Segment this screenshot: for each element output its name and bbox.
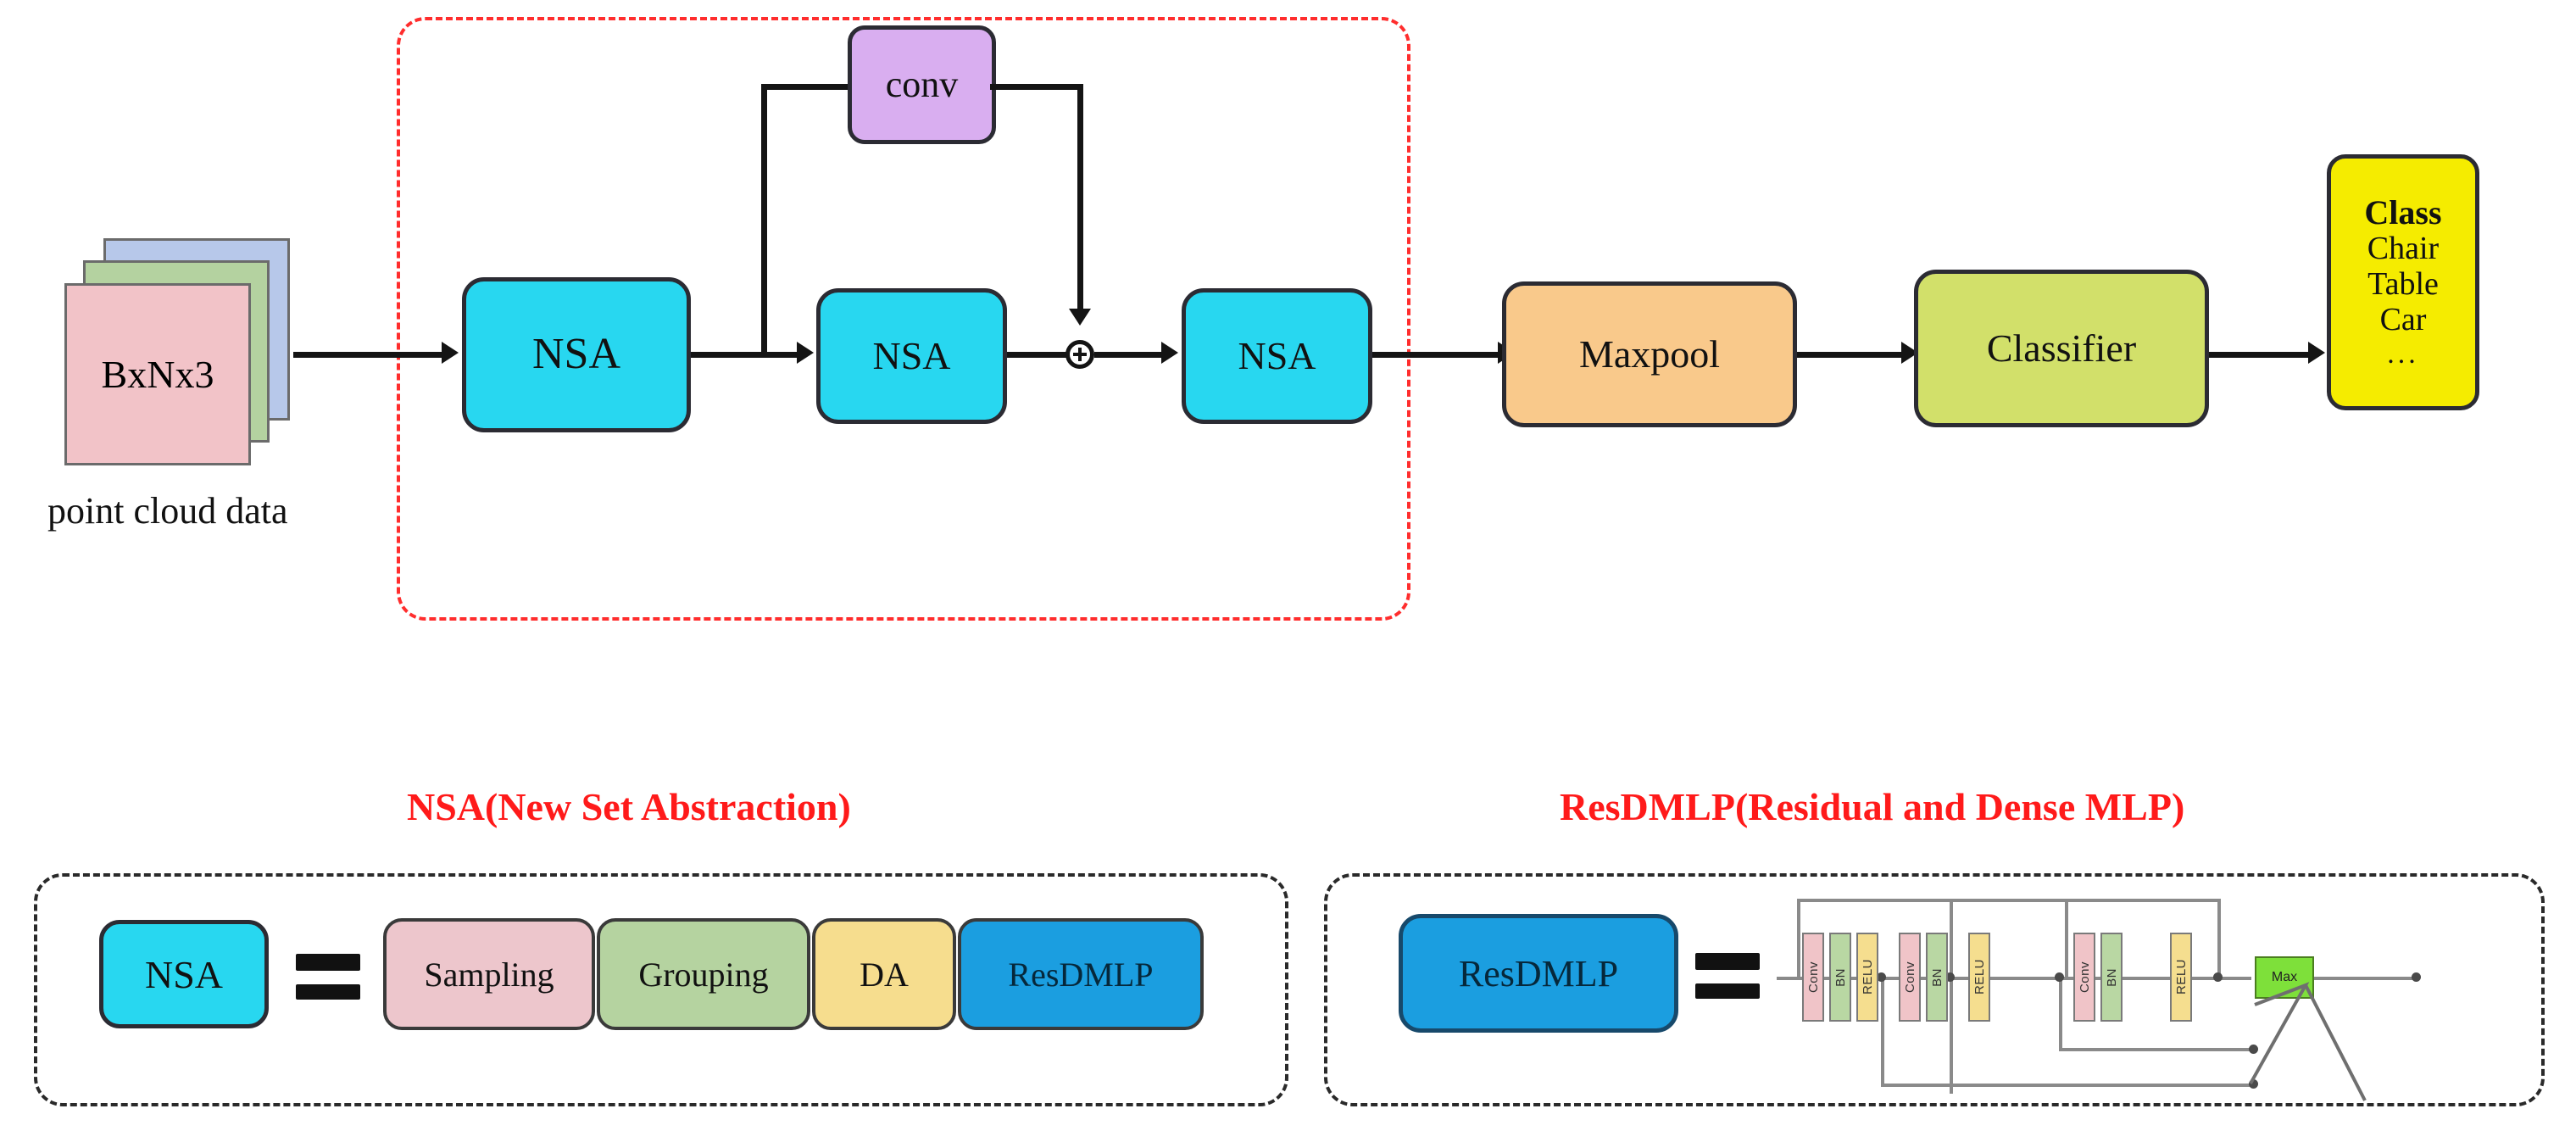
resdmlp-junction-dot-5 <box>2249 1045 2258 1054</box>
resdmlp-junction-dot-6 <box>2249 1079 2258 1089</box>
edge-classifier-to-class-arrowhead <box>2308 342 2325 364</box>
class-output-ellipsis: ... <box>2387 337 2419 370</box>
edge-conv-output <box>990 84 1083 90</box>
resdmlp-skip-1-vert <box>1881 977 1884 1087</box>
resdmlp-block-6-label: Conv <box>2077 961 2092 994</box>
point-cloud-caption: point cloud data <box>47 490 288 532</box>
nsa-legend-title: NSA(New Set Abstraction) <box>407 785 851 828</box>
edge-conv-input <box>761 84 904 90</box>
classifier-block[interactable]: Classifier <box>1914 270 2209 427</box>
resdmlp-legend-title: ResDMLP(Residual and Dense MLP) <box>1560 785 2185 828</box>
classifier-block-label: Classifier <box>1986 326 2137 370</box>
resdmlp-block-0-label: Conv <box>1805 961 1821 994</box>
edge-nsa3-to-maxpool <box>1372 352 1500 358</box>
resdmlp-block-4-label: BN <box>1929 967 1945 987</box>
edge-nsa1-to-nsa2-arrowhead <box>797 342 814 364</box>
edge-add-to-nsa3 <box>1094 352 1164 358</box>
point-cloud-card-front: BxNx3 <box>64 283 251 465</box>
resdmlp-legend-equals-sign <box>1695 953 1760 999</box>
resdmlp-legend-region <box>1324 873 2545 1106</box>
resdmlp-junction-dot-3 <box>2055 972 2064 982</box>
nsa-legend-chain-item-0[interactable]: Sampling <box>383 918 595 1030</box>
edge-add-to-nsa3-arrowhead <box>1161 342 1178 364</box>
resdmlp-block-8: RELU <box>2170 933 2192 1022</box>
conv-block-label: conv <box>885 63 959 105</box>
resdmlp-dense-converge-lines <box>2249 982 2367 1101</box>
resdmlp-block-6: Conv <box>2073 933 2095 1022</box>
nsa-legend-chain-label-1: Grouping <box>638 955 769 994</box>
nsa-block-dashed-region <box>397 17 1410 621</box>
edge-nsa1-to-nsa2 <box>691 352 799 358</box>
resdmlp-skip-2-horz <box>2059 1048 2254 1051</box>
resdmlp-spine <box>1777 977 2251 980</box>
resdmlp-block-3-label: Conv <box>1902 961 1917 994</box>
edge-maxpool-to-classifier <box>1797 352 1904 358</box>
edge-classifier-to-class <box>2209 352 2311 358</box>
nsa-block-3[interactable]: NSA <box>1182 288 1372 424</box>
resdmlp-skip-1-horz <box>1881 1084 2254 1087</box>
resdmlp-block-7-label: BN <box>2104 967 2119 987</box>
resdmlp-skip-2-vert <box>2059 977 2062 1051</box>
edge-conv-down-to-add <box>1077 84 1083 313</box>
resdmlp-block-5: RELU <box>1968 933 1990 1022</box>
class-output-item-2: Car <box>2379 302 2427 338</box>
class-output-item-1: Table <box>2367 266 2439 303</box>
residual-add-symbol <box>1065 340 1094 369</box>
resdmlp-legend-lhs-label: ResDMLP <box>1458 952 1619 994</box>
nsa-legend-lhs[interactable]: NSA <box>99 920 269 1028</box>
resdmlp-block-1: BN <box>1829 933 1851 1022</box>
resdmlp-max-block-label: Max <box>2271 970 2298 984</box>
edge-conv-down-arrowhead <box>1069 309 1091 326</box>
nsa-block-3-label: NSA <box>1238 333 1316 377</box>
maxpool-block-label: Maxpool <box>1578 332 1721 376</box>
resdmlp-block-5-label: RELU <box>1972 959 1987 995</box>
conv-block[interactable]: conv <box>848 25 996 144</box>
resdmlp-block-2: RELU <box>1856 933 1878 1022</box>
resdmlp-rail-a-drop <box>2065 899 2068 978</box>
nsa-legend-chain-item-3[interactable]: ResDMLP <box>958 918 1204 1030</box>
resdmlp-rail-b-drop <box>2217 899 2221 978</box>
resdmlp-block-7: BN <box>2100 933 2123 1022</box>
resdmlp-output-dot <box>2412 972 2421 982</box>
resdmlp-block-2-label: RELU <box>1860 959 1875 995</box>
edge-input-to-nsa1-arrowhead <box>442 342 459 364</box>
resdmlp-block-0: Conv <box>1802 933 1824 1022</box>
resdmlp-block-1-label: BN <box>1833 967 1848 987</box>
nsa-legend-lhs-label: NSA <box>144 952 224 996</box>
nsa-legend-chain-item-1[interactable]: Grouping <box>597 918 810 1030</box>
nsa-block-1[interactable]: NSA <box>462 277 691 432</box>
class-output-box[interactable]: Class Chair Table Car ... <box>2327 154 2479 410</box>
nsa-block-1-label: NSA <box>531 330 621 379</box>
nsa-legend-chain-item-2[interactable]: DA <box>812 918 956 1030</box>
edge-nsa2-to-add <box>1007 352 1066 358</box>
resdmlp-rail-b-horz <box>1950 899 2221 902</box>
edge-input-to-nsa1 <box>293 352 444 358</box>
resdmlp-block-3: Conv <box>1899 933 1921 1022</box>
resdmlp-rail-a-horz <box>1797 899 2068 902</box>
nsa-block-2-label: NSA <box>872 333 951 377</box>
nsa-legend-chain-label-3: ResDMLP <box>1008 955 1154 994</box>
resdmlp-rail-b-vert <box>1950 899 1953 1094</box>
resdmlp-junction-dot-1 <box>1877 972 1886 982</box>
nsa-legend-chain-label-0: Sampling <box>424 955 554 994</box>
nsa-block-2[interactable]: NSA <box>816 288 1007 424</box>
class-output-heading: Class <box>2364 193 2442 232</box>
class-output-item-0: Chair <box>2367 231 2440 267</box>
nsa-legend-equals-sign <box>296 954 360 1000</box>
nsa-legend-chain-label-2: DA <box>860 955 909 994</box>
resdmlp-junction-dot-2 <box>1945 972 1955 982</box>
edge-branch-up-to-conv <box>761 84 767 355</box>
resdmlp-junction-dot-4 <box>2213 972 2223 982</box>
maxpool-block[interactable]: Maxpool <box>1502 281 1797 427</box>
resdmlp-legend-lhs[interactable]: ResDMLP <box>1399 914 1678 1033</box>
resdmlp-max-output-line <box>2314 977 2416 980</box>
point-cloud-shape-label: BxNx3 <box>101 353 214 396</box>
nsa-legend-region <box>34 873 1288 1106</box>
resdmlp-block-4: BN <box>1926 933 1948 1022</box>
resdmlp-rail-a-vert <box>1797 899 1800 978</box>
